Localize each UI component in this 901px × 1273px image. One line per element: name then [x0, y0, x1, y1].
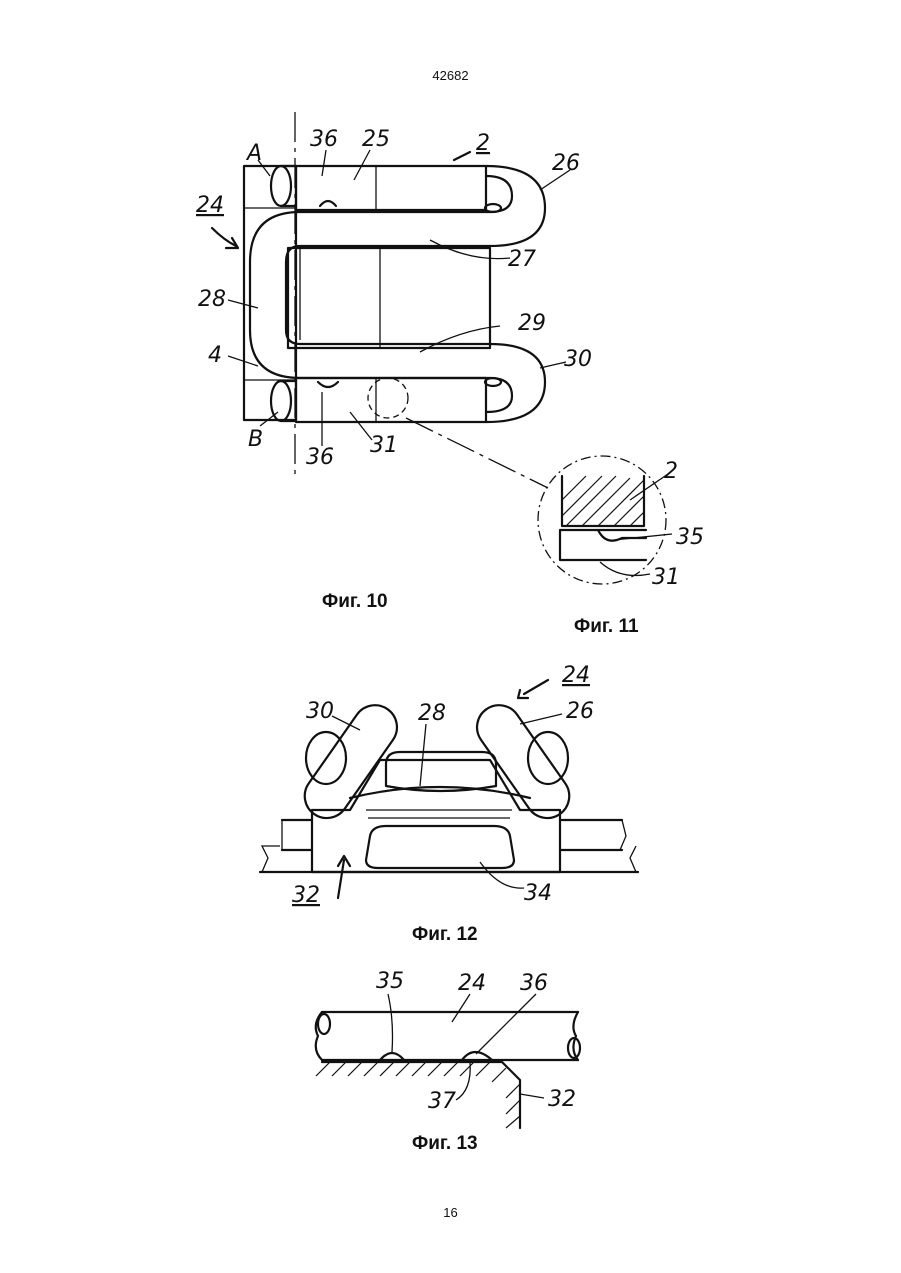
- figure-12-caption: Фиг. 12: [412, 924, 478, 946]
- fig10-label-27: 27: [508, 247, 536, 272]
- fig10-label-26: 26: [552, 151, 580, 176]
- fig10-label-A: A: [245, 141, 262, 166]
- fig12-label-32: 32: [292, 883, 320, 908]
- fig12-label-26: 26: [566, 699, 594, 724]
- fig10-label-30: 30: [564, 347, 592, 372]
- fig10-label-29: 29: [518, 311, 546, 336]
- fig10-label-28: 28: [198, 287, 226, 312]
- fig13-label-36: 36: [520, 971, 548, 996]
- figure-10-drawing: [212, 112, 570, 488]
- fig11-label-2: 2: [664, 459, 678, 484]
- fig13-label-24: 24: [458, 971, 486, 996]
- fig10-label-36-bottom: 36: [306, 445, 334, 470]
- figure-13-caption: Фиг. 13: [412, 1133, 478, 1155]
- page-number: 16: [0, 1205, 901, 1220]
- fig10-label-31: 31: [370, 433, 398, 458]
- figure-10-caption: Фиг. 10: [322, 591, 388, 613]
- fig10-label-2: 2: [476, 131, 490, 156]
- fig10-label-B: B: [248, 427, 263, 452]
- fig11-label-31: 31: [652, 565, 680, 590]
- fig10-label-25: 25: [362, 127, 390, 152]
- fig12-label-24: 24: [562, 663, 590, 688]
- fig13-label-32: 32: [548, 1087, 576, 1112]
- fig12-label-34: 34: [524, 881, 552, 906]
- fig10-label-24: 24: [196, 193, 224, 218]
- fig11-label-35: 35: [676, 525, 704, 550]
- fig13-label-35: 35: [376, 969, 404, 994]
- fig12-label-30: 30: [306, 699, 334, 724]
- fig12-label-28: 28: [418, 701, 446, 726]
- fig13-label-37: 37: [428, 1089, 456, 1114]
- figure-11-caption: Фиг. 11: [574, 616, 639, 638]
- fig10-label-4: 4: [208, 343, 222, 368]
- fig10-label-36-top: 36: [310, 127, 338, 152]
